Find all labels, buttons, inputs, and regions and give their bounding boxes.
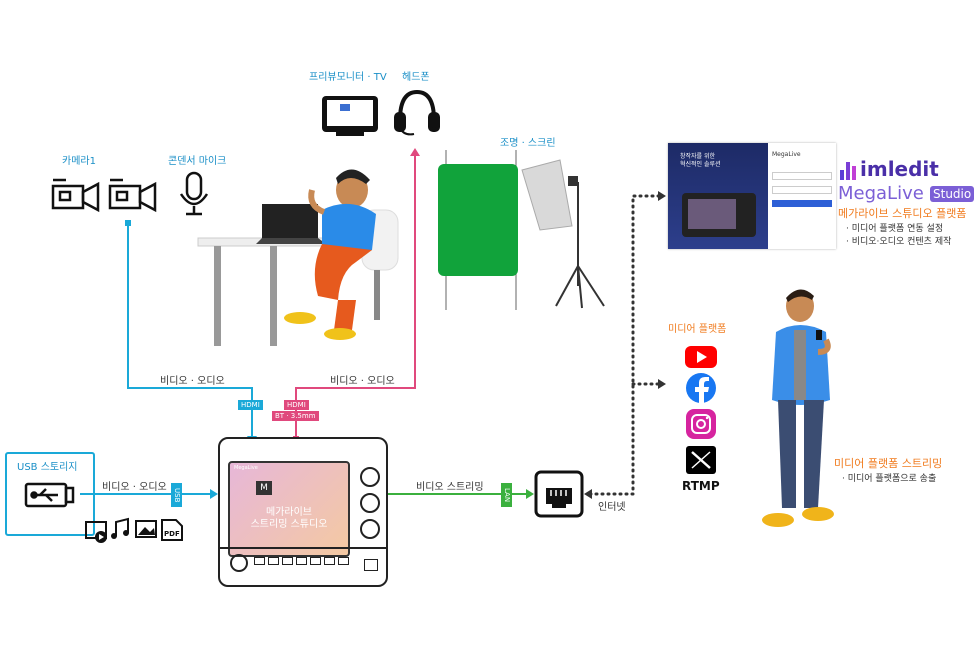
internet-label: 인터넷 (598, 502, 626, 513)
mic-label: 콘덴서 마이크 (168, 156, 227, 167)
video-streaming-label: 비디오 스트리밍 (416, 482, 484, 493)
platform-screenshot: 창작자를 위한 혁신적인 솔루션 MegaLive (668, 143, 836, 249)
platform-hero-panel: 창작자를 위한 혁신적인 솔루션 (668, 143, 768, 249)
device-preview-image (682, 193, 756, 237)
camera1-label: 카메라1 (62, 156, 96, 167)
streaming-studio-device: MegaLive M 메가라이브 스트리밍 스튜디오 (218, 437, 388, 587)
video-file-icon (85, 521, 107, 543)
svg-text:PDF: PDF (164, 530, 180, 538)
microphone-icon (179, 171, 209, 216)
headphone-icon (394, 89, 440, 136)
panel-button[interactable] (268, 557, 279, 565)
control-knob-3[interactable] (360, 519, 380, 539)
bt-tag: BT · 3.5mm (272, 411, 319, 421)
headphone-label: 헤드폰 (402, 72, 430, 83)
usb-storage-box: USB 스토리지 (5, 452, 95, 536)
hdmi-tag-right: HDMI (284, 400, 309, 410)
panel-button[interactable] (296, 557, 307, 565)
media-streaming-title: 미디어 플랫폼 스트리밍 (834, 457, 943, 470)
camera-connection-label: 비디오 · 오디오 (160, 376, 225, 387)
studio-badge: Studio (930, 186, 975, 202)
panel-button[interactable] (282, 557, 293, 565)
login-button[interactable] (772, 200, 832, 207)
headphone-connection-label: 비디오 · 오디오 (330, 376, 395, 387)
platform-bullet-1: · 미디어 플랫폼 연동 설정 (846, 224, 944, 234)
hdmi-tag-left: HDMI (238, 400, 263, 410)
control-knob-1[interactable] (360, 467, 380, 487)
login-brand: MegaLive (772, 151, 801, 158)
person-with-phone-illustration (762, 289, 834, 527)
monitor-icon (322, 96, 378, 136)
screen-title-line1: 메가라이브 (266, 507, 312, 518)
login-panel: MegaLive (772, 151, 832, 247)
panel-button[interactable] (254, 557, 265, 565)
studio-screen: MegaLive M 메가라이브 스트리밍 스튜디오 (228, 461, 350, 557)
pdf-file-icon: PDF (161, 519, 183, 541)
lan-port-icon (534, 470, 584, 518)
megalive-logo-icon: M (256, 481, 272, 495)
screen-title-line2: 스트리밍 스튜디오 (250, 519, 328, 530)
jog-dial[interactable] (230, 554, 248, 572)
imledit-logo-icon (840, 162, 856, 180)
monitor-label: 프리뷰모니터 · TV (309, 72, 387, 83)
image-file-icon (135, 520, 157, 538)
imledit-brand: imledit (860, 157, 939, 181)
person-at-desk-illustration (197, 169, 399, 346)
camera-video-line (127, 222, 253, 440)
camera-icon (108, 178, 157, 213)
media-platform-title: 미디어 플랫폼 (668, 324, 727, 335)
usb-drive-icon (24, 482, 75, 508)
youtube-icon (685, 346, 717, 368)
x-icon (686, 446, 716, 474)
usb-storage-label: USB 스토리지 (17, 462, 78, 473)
megalive-wordmark: MegaLive (838, 183, 924, 204)
panel-button[interactable] (324, 557, 335, 565)
hero-text-line2: 혁신적인 솔루션 (680, 161, 721, 168)
lighting-label: 조명 · 스크린 (500, 138, 556, 149)
fader-icon[interactable] (364, 559, 378, 571)
button-row (254, 557, 358, 573)
instagram-icon (686, 409, 716, 439)
login-password-field[interactable] (772, 186, 832, 194)
hero-text-line1: 창작자를 위한 (680, 153, 716, 160)
rtmp-label: RTMP (682, 479, 720, 493)
usb-tag: USB (171, 483, 182, 507)
lan-tag: LAN (501, 483, 512, 507)
platform-bullet-2: · 비디오·오디오 컨텐츠 제작 (846, 237, 952, 247)
platform-title: 메가라이브 스튜디오 플랫폼 (838, 207, 967, 220)
green-screen-illustration (438, 150, 605, 310)
camera-icon (51, 178, 100, 213)
music-file-icon (111, 517, 129, 539)
screen-brand: MegaLive (234, 465, 258, 471)
media-streaming-bullet: · 미디어 플랫폼으로 송출 (842, 474, 937, 484)
facebook-icon (686, 373, 716, 404)
panel-button[interactable] (310, 557, 321, 565)
control-knob-2[interactable] (360, 493, 380, 513)
internet-dotted-line (588, 194, 662, 496)
panel-button[interactable] (338, 557, 349, 565)
usb-connection-label: 비디오 · 오디오 (102, 482, 167, 493)
login-id-field[interactable] (772, 172, 832, 180)
